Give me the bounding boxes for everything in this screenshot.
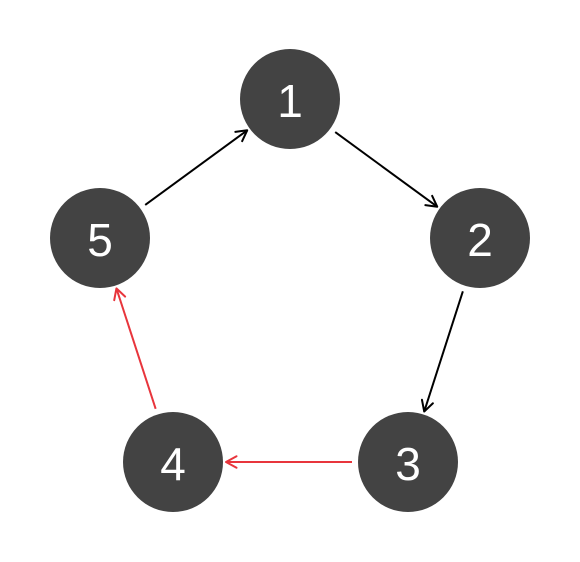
node-3: 3 — [358, 412, 458, 512]
node-circle — [123, 412, 223, 512]
node-1: 1 — [240, 49, 340, 149]
node-label: 5 — [87, 214, 113, 266]
edge-2-to-3 — [420, 291, 464, 413]
node-circle — [240, 49, 340, 149]
edge-4-to-5 — [113, 287, 157, 410]
edges-layer — [113, 129, 464, 469]
node-label: 4 — [160, 438, 186, 490]
node-label: 2 — [467, 214, 493, 266]
node-5: 5 — [50, 188, 150, 288]
edge-line — [115, 288, 157, 410]
edge-1-to-2 — [334, 131, 439, 208]
node-label: 1 — [277, 75, 303, 127]
edge-line — [144, 129, 248, 206]
node-circle — [358, 412, 458, 512]
edge-3-to-4 — [225, 455, 352, 469]
arrowhead-icon — [234, 129, 249, 143]
edge-5-to-1 — [144, 129, 249, 206]
arrowhead-icon — [225, 455, 238, 469]
edge-line — [334, 131, 438, 208]
arrowhead-icon — [113, 287, 127, 302]
node-2: 2 — [430, 188, 530, 288]
node-circle — [430, 188, 530, 288]
node-circle — [50, 188, 150, 288]
nodes-layer: 1 2 3 4 5 — [50, 49, 530, 512]
edge-line — [423, 291, 464, 412]
arrowhead-icon — [420, 398, 434, 413]
node-label: 3 — [395, 438, 421, 490]
arrowhead-icon — [424, 194, 439, 208]
node-4: 4 — [123, 412, 223, 512]
